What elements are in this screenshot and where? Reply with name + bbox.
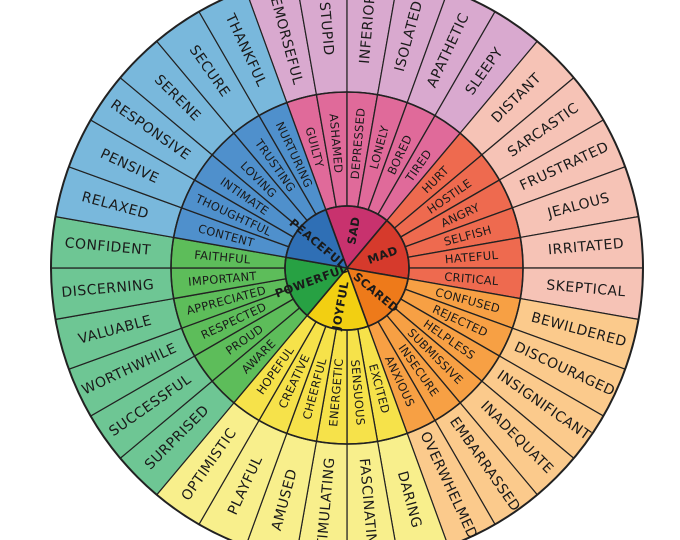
mid-label-important: IMPORTANT — [188, 269, 258, 289]
middle-ring — [170, 91, 524, 445]
mid-label-hateful: HATEFUL — [444, 248, 499, 267]
outer-label-inferior: INFERIOR — [357, 0, 379, 65]
mid-label-critical: CRITICAL — [444, 270, 500, 289]
ring-border-0 — [284, 205, 410, 331]
mid-label-depressed: DEPRESSED — [348, 107, 368, 180]
outer-label-stupid: STUPID — [316, 1, 337, 56]
mid-label-energetic: ENERGETIC — [326, 358, 346, 427]
core-label-sad: SAD — [344, 215, 363, 245]
outer-label-skeptical: SKEPTICAL — [546, 277, 627, 300]
mid-label-sensuous: SENSUOUS — [348, 359, 368, 426]
mid-label-faithful: FAITHFUL — [194, 248, 252, 267]
outer-label-confident: CONFIDENT — [64, 235, 152, 258]
mid-label-ashamed: ASHAMED — [327, 113, 346, 174]
ring-border-2 — [50, 0, 644, 540]
ring-border-1 — [170, 91, 524, 445]
outer-label-irritated: IRRITATED — [547, 236, 624, 259]
outer-ring — [50, 0, 644, 540]
core-ring — [50, 0, 644, 540]
